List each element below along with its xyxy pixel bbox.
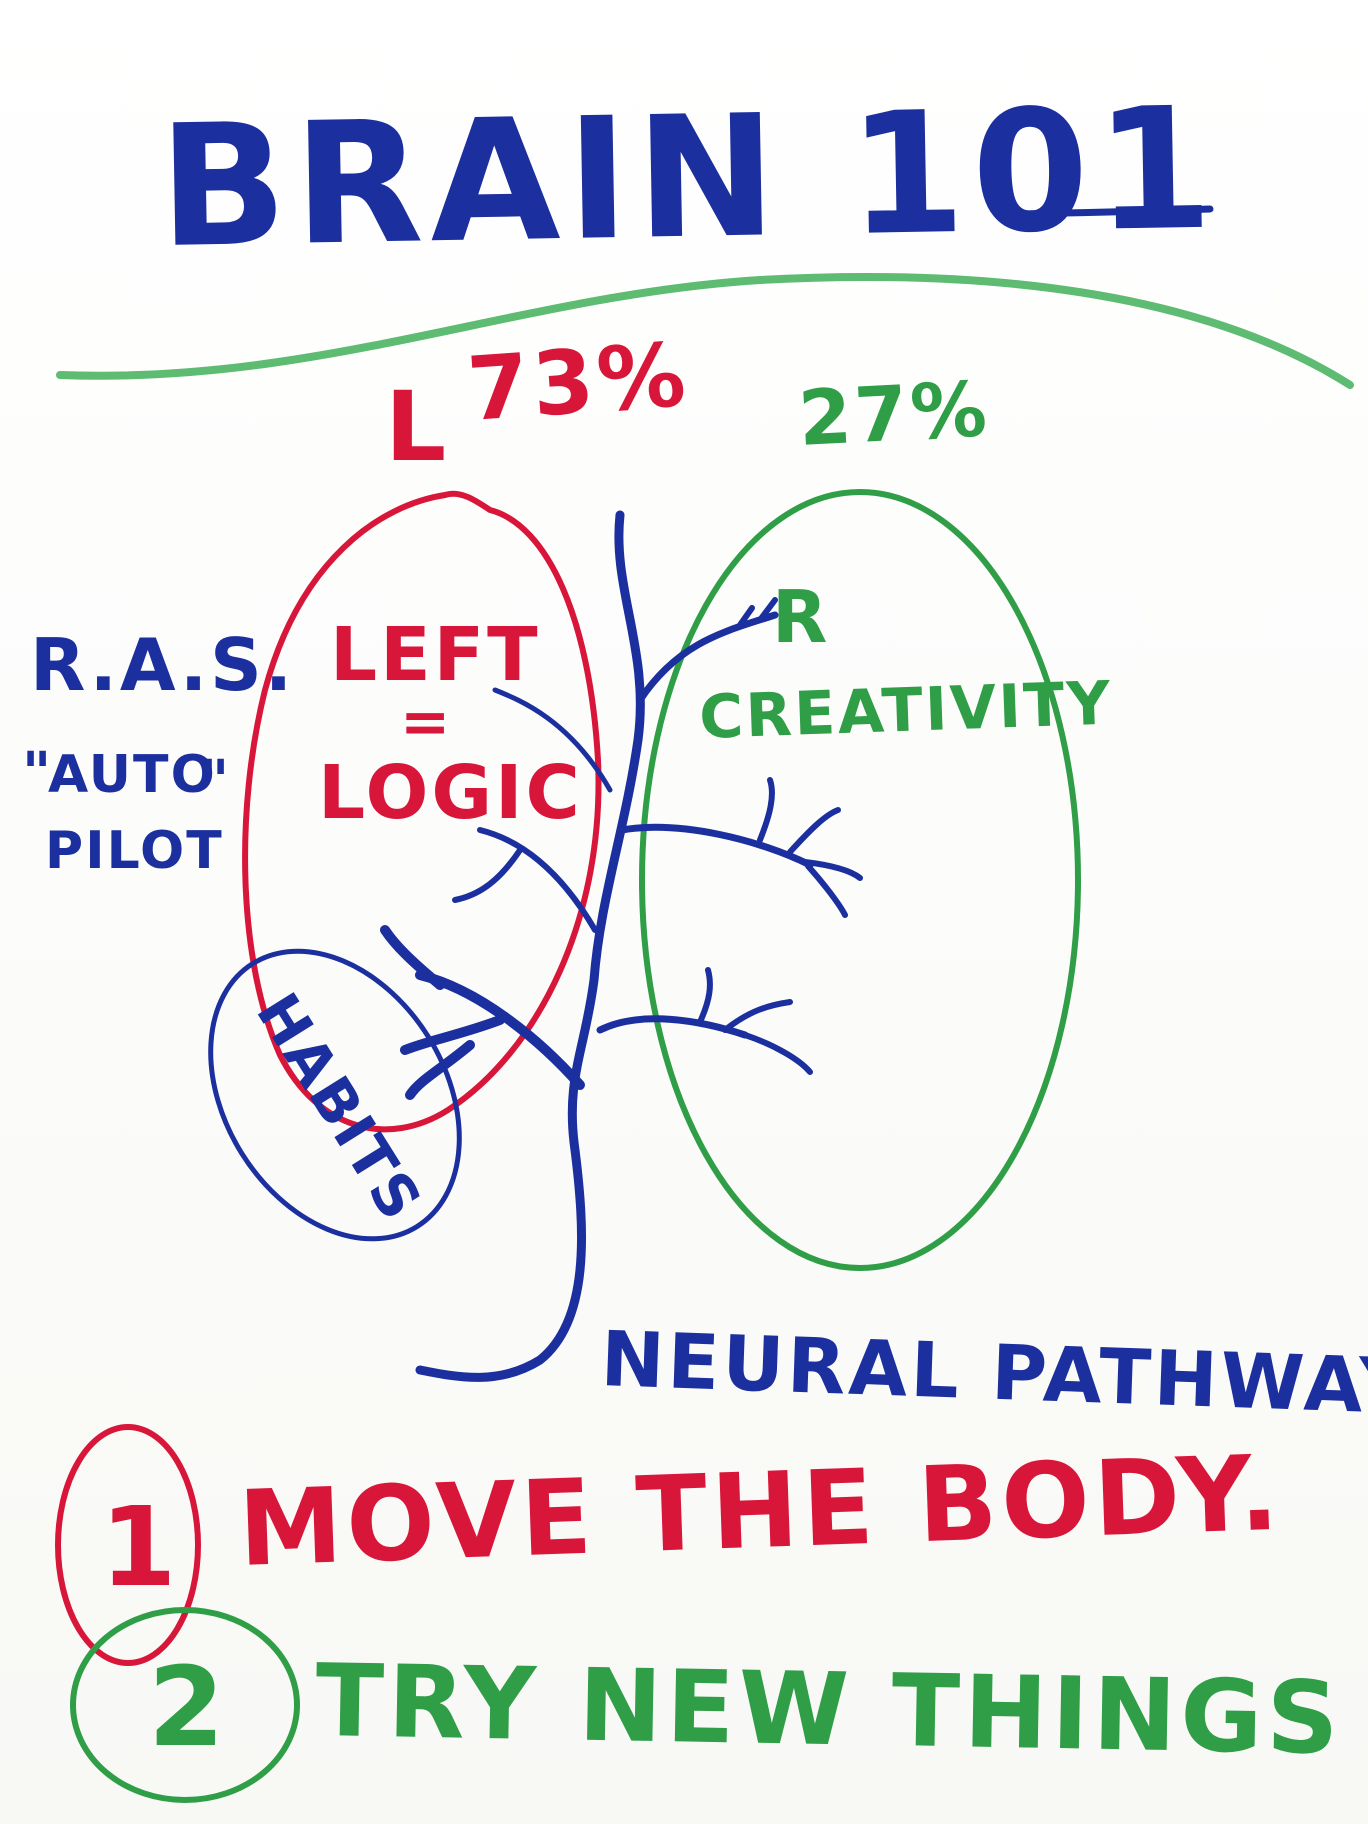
habit-text: HABITS [243, 981, 436, 1233]
step-1-text: MOVE THE BODY. [237, 1432, 1285, 1590]
ras-acronym: R.A.S. [30, 623, 295, 707]
right-letter: R [772, 575, 830, 659]
divider-line [56, 273, 1354, 389]
ras-line1: AUTO [48, 745, 217, 805]
left-sub: LOGIC [318, 750, 583, 836]
habit-oval [208, 948, 462, 1242]
step-1-number: 1 [100, 1483, 181, 1611]
left-heading: LEFT [330, 612, 541, 698]
neural-pathway-label: NEURAL PATHWAY [599, 1314, 1368, 1431]
ras-quote-open: " [22, 741, 53, 806]
step-1-circle [55, 1424, 201, 1666]
ras-quote-close: " [200, 749, 231, 814]
step-2-circle [70, 1607, 300, 1803]
right-percent: 27% [796, 364, 991, 463]
title-text: BRAIN 101 [157, 71, 1220, 285]
right-hemisphere-oval [639, 489, 1081, 1271]
neural-pathway-tree [380, 510, 863, 1382]
step-2-number: 2 [148, 1643, 229, 1771]
ras-line2: PILOT [45, 821, 224, 881]
left-percent: 73% [464, 323, 692, 441]
left-letter: L [385, 371, 450, 483]
title-underline [1016, 205, 1214, 218]
step-2-text: TRY NEW THINGS [315, 1642, 1344, 1777]
left-hemisphere-oval [242, 490, 602, 1133]
right-heading: CREATIVITY [698, 669, 1114, 753]
left-equals: = [400, 687, 453, 757]
